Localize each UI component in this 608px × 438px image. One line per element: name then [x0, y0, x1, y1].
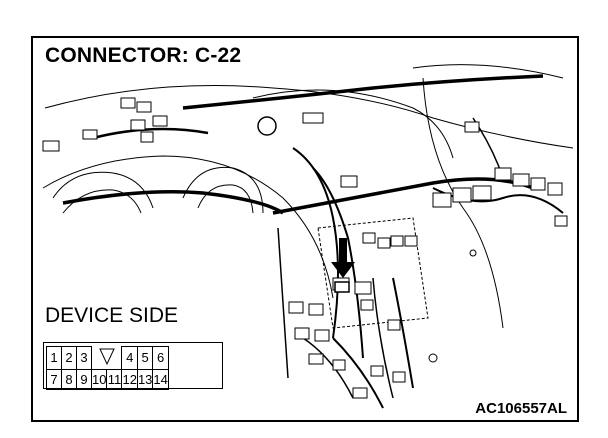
- pin-cell: 8: [61, 368, 77, 390]
- pin-cell: 2: [61, 346, 77, 370]
- pin-cell: 5: [136, 346, 154, 370]
- pin-cell: 7: [46, 368, 62, 390]
- pin-row-top: 1 2 3 4 5 6: [46, 346, 169, 370]
- pin-cell: 12: [121, 368, 138, 390]
- pin-cell: 10: [90, 368, 108, 390]
- pin-cell: 1: [46, 346, 62, 370]
- pin-cell: 3: [76, 346, 92, 370]
- connector-pointer-arrow-icon: [331, 238, 355, 278]
- pin-cell: 9: [76, 368, 92, 390]
- figure-code: AC106557AL: [475, 400, 567, 417]
- connector-pin-layout: 1 2 3 4 5 6 7 8 9 10 11 12 13 14: [46, 346, 169, 390]
- pin-cell: 14: [152, 368, 169, 390]
- lock-tab-icon: [92, 347, 122, 370]
- pin-cell: 4: [121, 346, 138, 370]
- diagram-frame: CONNECTOR: C-22: [31, 36, 579, 422]
- device-side-label: DEVICE SIDE: [45, 304, 179, 327]
- pin-cell: 13: [136, 368, 154, 390]
- wiring-harness-drawing: [42, 64, 574, 409]
- connector-title: CONNECTOR: C-22: [45, 44, 242, 67]
- pin-cell: 11: [106, 368, 123, 390]
- pin-row-bottom: 7 8 9 10 11 12 13 14: [46, 368, 169, 390]
- pin-cell: 6: [152, 346, 169, 370]
